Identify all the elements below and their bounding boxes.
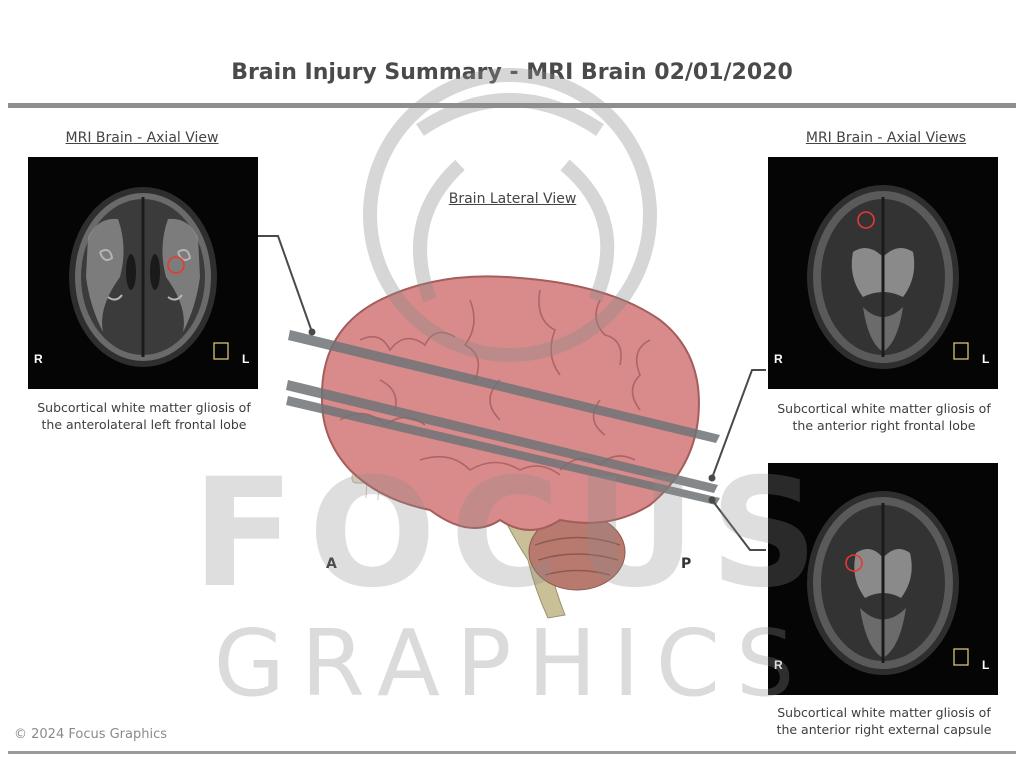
mri-scan-left-frontal[interactable]: R L [28, 157, 258, 389]
slice-plane-upper [288, 330, 720, 443]
posterior-label: P [681, 556, 692, 572]
leader-line-left [258, 235, 313, 333]
right-bottom-caption: Subcortical white matter gliosis of the … [776, 705, 992, 737]
lesion-marker[interactable] [845, 554, 863, 572]
orientation-right-label: R [34, 352, 43, 366]
mri-scan-right-frontal[interactable]: R L [768, 157, 998, 389]
center-heading: Brain Lateral View [448, 191, 577, 207]
title-divider [8, 103, 1016, 108]
orientation-left-label: L [242, 352, 250, 366]
slice-planes [286, 330, 720, 505]
slice-plane-lower [286, 396, 720, 505]
mri-slice-image [807, 491, 959, 675]
right-panel-heading: MRI Brain - Axial Views [805, 130, 967, 146]
slice-plane-middle [286, 380, 718, 493]
page-title: Brain Injury Summary - MRI Brain 02/01/2… [231, 60, 793, 85]
orientation-right-label: R [774, 352, 783, 366]
lesion-marker[interactable] [167, 256, 185, 274]
mri-slice-image [69, 187, 217, 367]
orientation-left-label: L [982, 658, 990, 672]
copyright-footer: © 2024 Focus Graphics [14, 727, 168, 742]
film-marker-icon [953, 648, 969, 666]
orientation-right-label: R [774, 658, 783, 672]
film-marker-icon [213, 342, 229, 360]
mri-scan-right-external-capsule[interactable]: R L [768, 463, 998, 695]
anterior-label: A [326, 556, 337, 572]
footer-divider [8, 751, 1016, 754]
lesion-marker[interactable] [857, 211, 875, 229]
left-panel-heading: MRI Brain - Axial View [65, 130, 219, 146]
film-marker-icon [953, 342, 969, 360]
left-panel-caption: Subcortical white matter gliosis of the … [37, 400, 251, 432]
right-top-caption: Subcortical white matter gliosis of the … [777, 401, 991, 433]
leader-lines [258, 235, 766, 551]
orientation-left-label: L [982, 352, 990, 366]
leader-line-right-bottom [711, 499, 766, 551]
leader-line-right-top [711, 369, 766, 479]
mri-slice-image [807, 185, 959, 369]
